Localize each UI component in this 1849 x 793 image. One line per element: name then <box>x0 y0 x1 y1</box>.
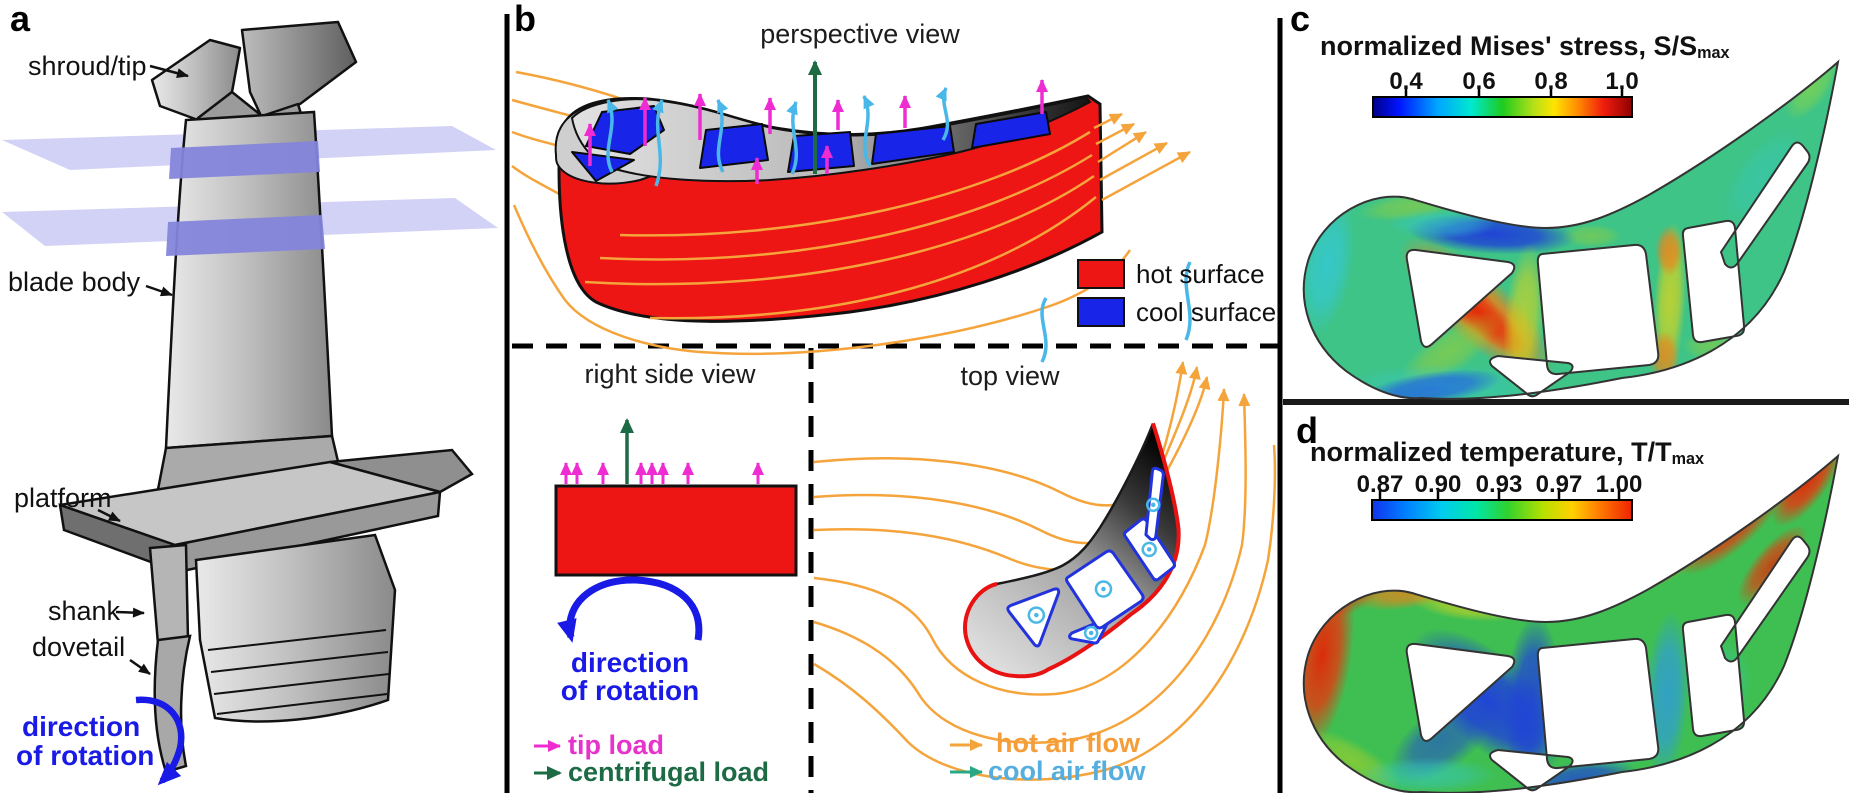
top-view-airfoil <box>962 422 1181 679</box>
temperature-title-main: normalized temperature, T/T <box>1310 437 1672 467</box>
stress-title-sub: max <box>1697 44 1730 63</box>
panel-label-b: b <box>514 0 536 39</box>
suction-side-edge <box>996 422 1155 586</box>
title-top-view: top view <box>960 361 1060 391</box>
temperature-title-sub: max <box>1671 450 1704 469</box>
flow-out-of-page-symbols <box>1027 497 1161 641</box>
panel-a-blade-illustration <box>2 20 498 786</box>
hot-flow-streamlines-top <box>813 361 1277 781</box>
rotation-label-a-line2: of rotation <box>16 740 155 771</box>
legend-hot-surface: hot surface <box>1136 259 1265 289</box>
temperature-tick-4: 1.00 <box>1595 471 1643 498</box>
temperature-tick-2: 0.93 <box>1475 471 1523 498</box>
shroud-right-fin <box>240 20 358 120</box>
cool-surface-swatch <box>1077 297 1125 327</box>
callout-arrows-a <box>97 64 189 676</box>
title-right-side-view: right side view <box>584 359 756 389</box>
panel-dividers <box>504 14 1849 793</box>
rotation-arrow-b <box>557 576 703 643</box>
stress-tick-2: 0.8 <box>1534 68 1568 95</box>
legend-cool-air-flow: cool air flow <box>988 756 1146 786</box>
hot-flow-streamlines-on-body <box>584 130 1097 320</box>
callout-shank: shank <box>48 596 121 626</box>
stress-colorbar-ticks <box>1404 86 1624 97</box>
rotation-label-b-line1: direction <box>570 647 690 678</box>
legend-hot-air-flow: hot air flow <box>996 728 1140 758</box>
hot-surface-rectangle <box>554 484 798 577</box>
temperature-tick-3: 0.97 <box>1535 471 1583 498</box>
dovetail-block <box>194 533 397 723</box>
perspective-view-graphics <box>511 60 1192 363</box>
panel-label-a: a <box>10 0 31 39</box>
stress-tick-3: 1.0 <box>1605 68 1639 95</box>
callout-platform: platform <box>14 483 112 513</box>
cool-flow-feeds-below <box>1040 261 1192 363</box>
temperature-tick-0: 0.87 <box>1356 471 1404 498</box>
dovetail-serrations <box>207 629 390 715</box>
title-perspective-view: perspective view <box>760 19 960 49</box>
stress-title-main: normalized Mises' stress, S/S <box>1320 31 1698 61</box>
rotation-label-a-line1: direction <box>22 711 141 742</box>
panel-label-c: c <box>1290 0 1311 39</box>
tip-load-arrows-side <box>560 462 764 484</box>
temperature-colorbar-ticks <box>1378 489 1621 500</box>
cut-band-lower <box>166 215 325 256</box>
cool-flow-arrows-perspective <box>606 87 950 187</box>
rotation-label-b-line2: of rotation <box>560 675 700 706</box>
right-side-view-graphics <box>534 418 798 780</box>
stress-colorbar <box>1372 86 1633 118</box>
callout-blade-body: blade body <box>8 267 141 297</box>
hot-surface-swatch <box>1077 259 1125 289</box>
shank-shape <box>148 543 190 646</box>
panel-label-d: d <box>1296 410 1318 451</box>
tip-load-arrows-perspective <box>584 79 1048 184</box>
legend-cool-surface: cool surface <box>1136 297 1277 327</box>
stress-tick-1: 0.6 <box>1462 68 1496 95</box>
stress-colorbar-title: normalized Mises' stress, S/Smax <box>1320 32 1729 62</box>
temperature-colorbar <box>1371 489 1633 521</box>
top-view-graphics <box>813 361 1277 781</box>
legend-centrifugal-load: centrifugal load <box>568 757 770 787</box>
callout-shroud-tip: shroud/tip <box>28 51 147 81</box>
stress-tick-0: 0.4 <box>1389 68 1423 95</box>
hot-pressure-side-edge <box>962 422 1181 679</box>
legend-tip-load: tip load <box>568 730 664 760</box>
temperature-colorbar-title: normalized temperature, T/Tmax <box>1310 437 1704 468</box>
callout-dovetail: dovetail <box>32 632 126 662</box>
cut-band-upper <box>169 141 320 179</box>
hot-flow-exit-arrows <box>1093 112 1191 202</box>
rotation-arrow-a <box>135 696 185 786</box>
temperature-tick-1: 0.90 <box>1414 471 1462 498</box>
